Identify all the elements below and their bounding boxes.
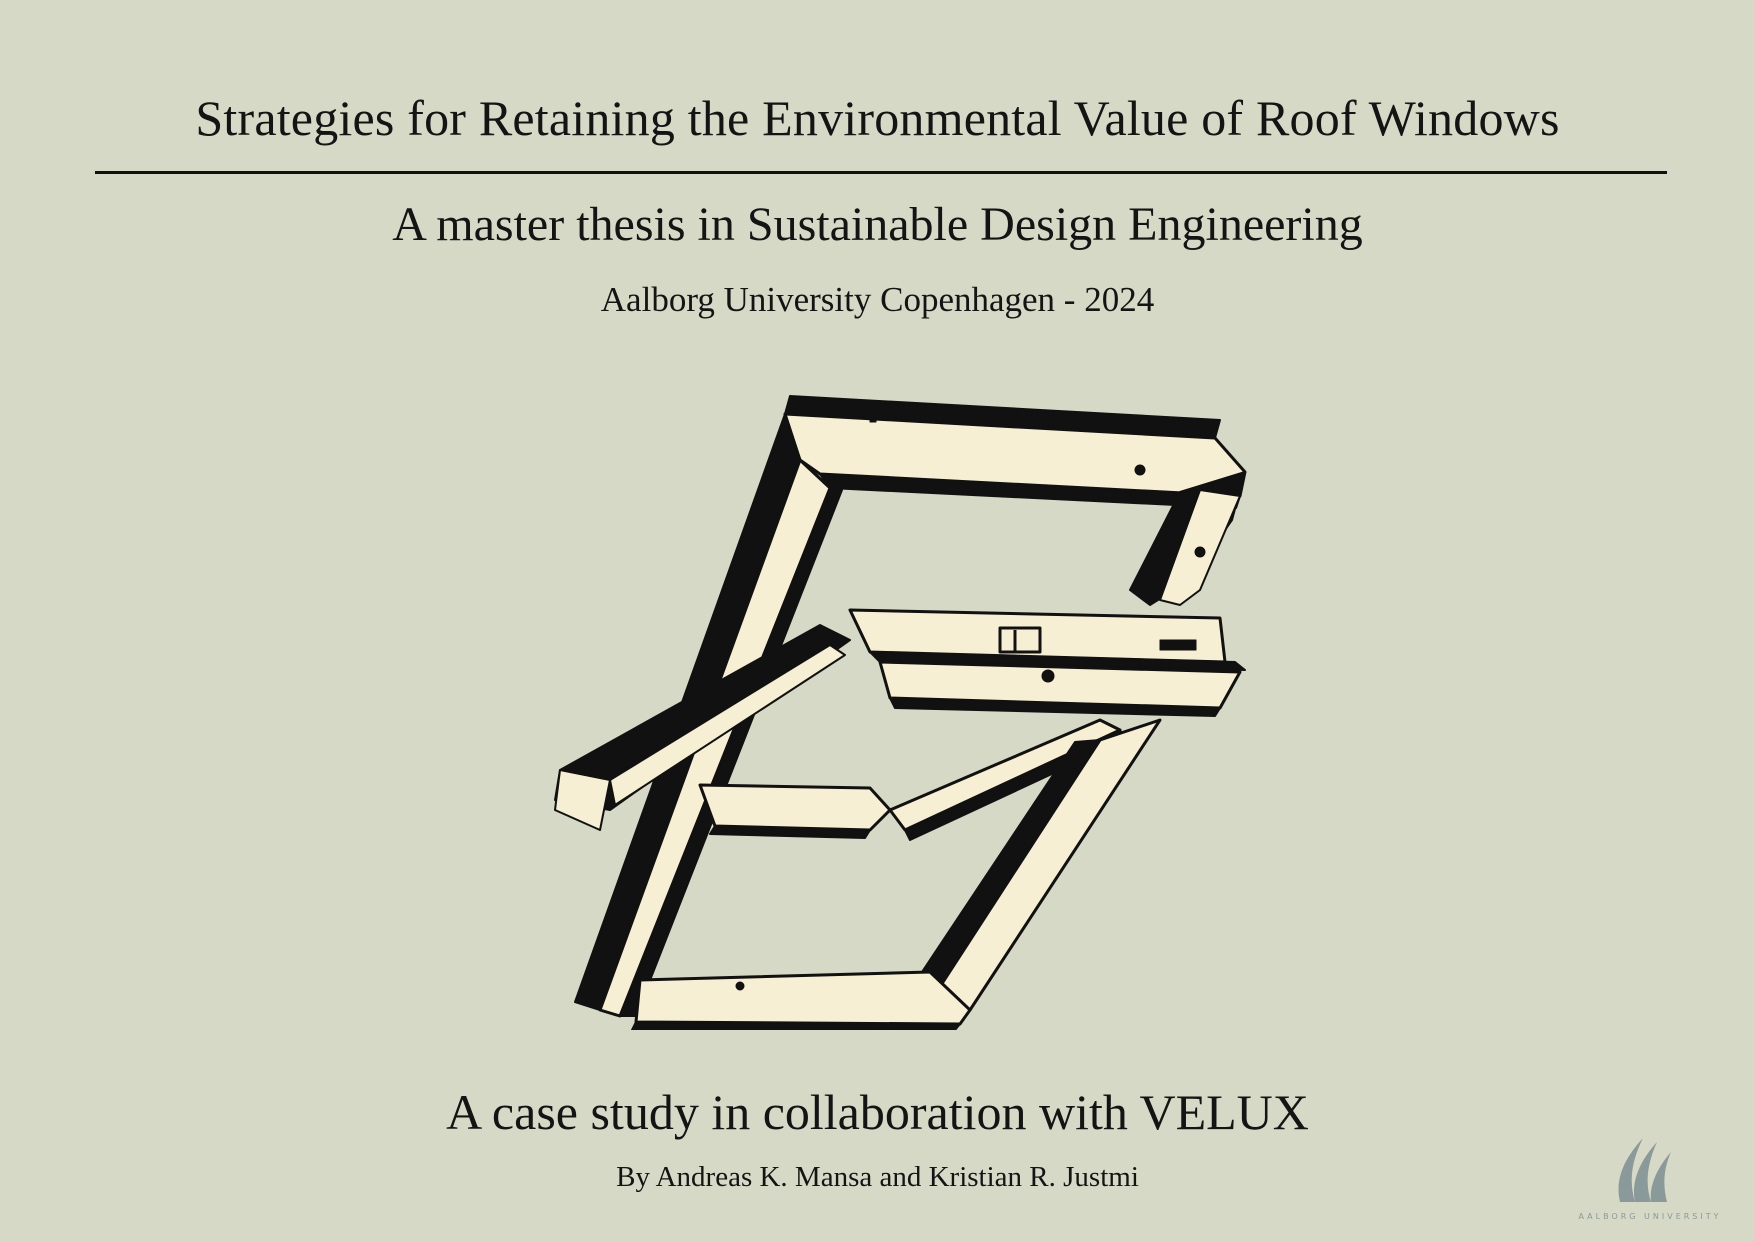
title-divider [95,171,1667,174]
cover-subtitle: A master thesis in Sustainable Design En… [392,198,1363,251]
aalborg-university-wave-icon [1618,1138,1671,1202]
roof-window-icon [554,395,1247,1030]
logo-text: AALBORG UNIVERSITY [1578,1212,1722,1221]
aalborg-university-logo: AALBORG UNIVERSITY [1565,1130,1735,1230]
cover-authors: By Andreas K. Mansa and Kristian R. Just… [616,1161,1139,1193]
cover-title: Strategies for Retaining the Environment… [195,90,1560,146]
case-study-line: A case study in collaboration with VELUX [446,1084,1309,1140]
cover-institution: Aalborg University Copenhagen - 2024 [600,280,1155,319]
